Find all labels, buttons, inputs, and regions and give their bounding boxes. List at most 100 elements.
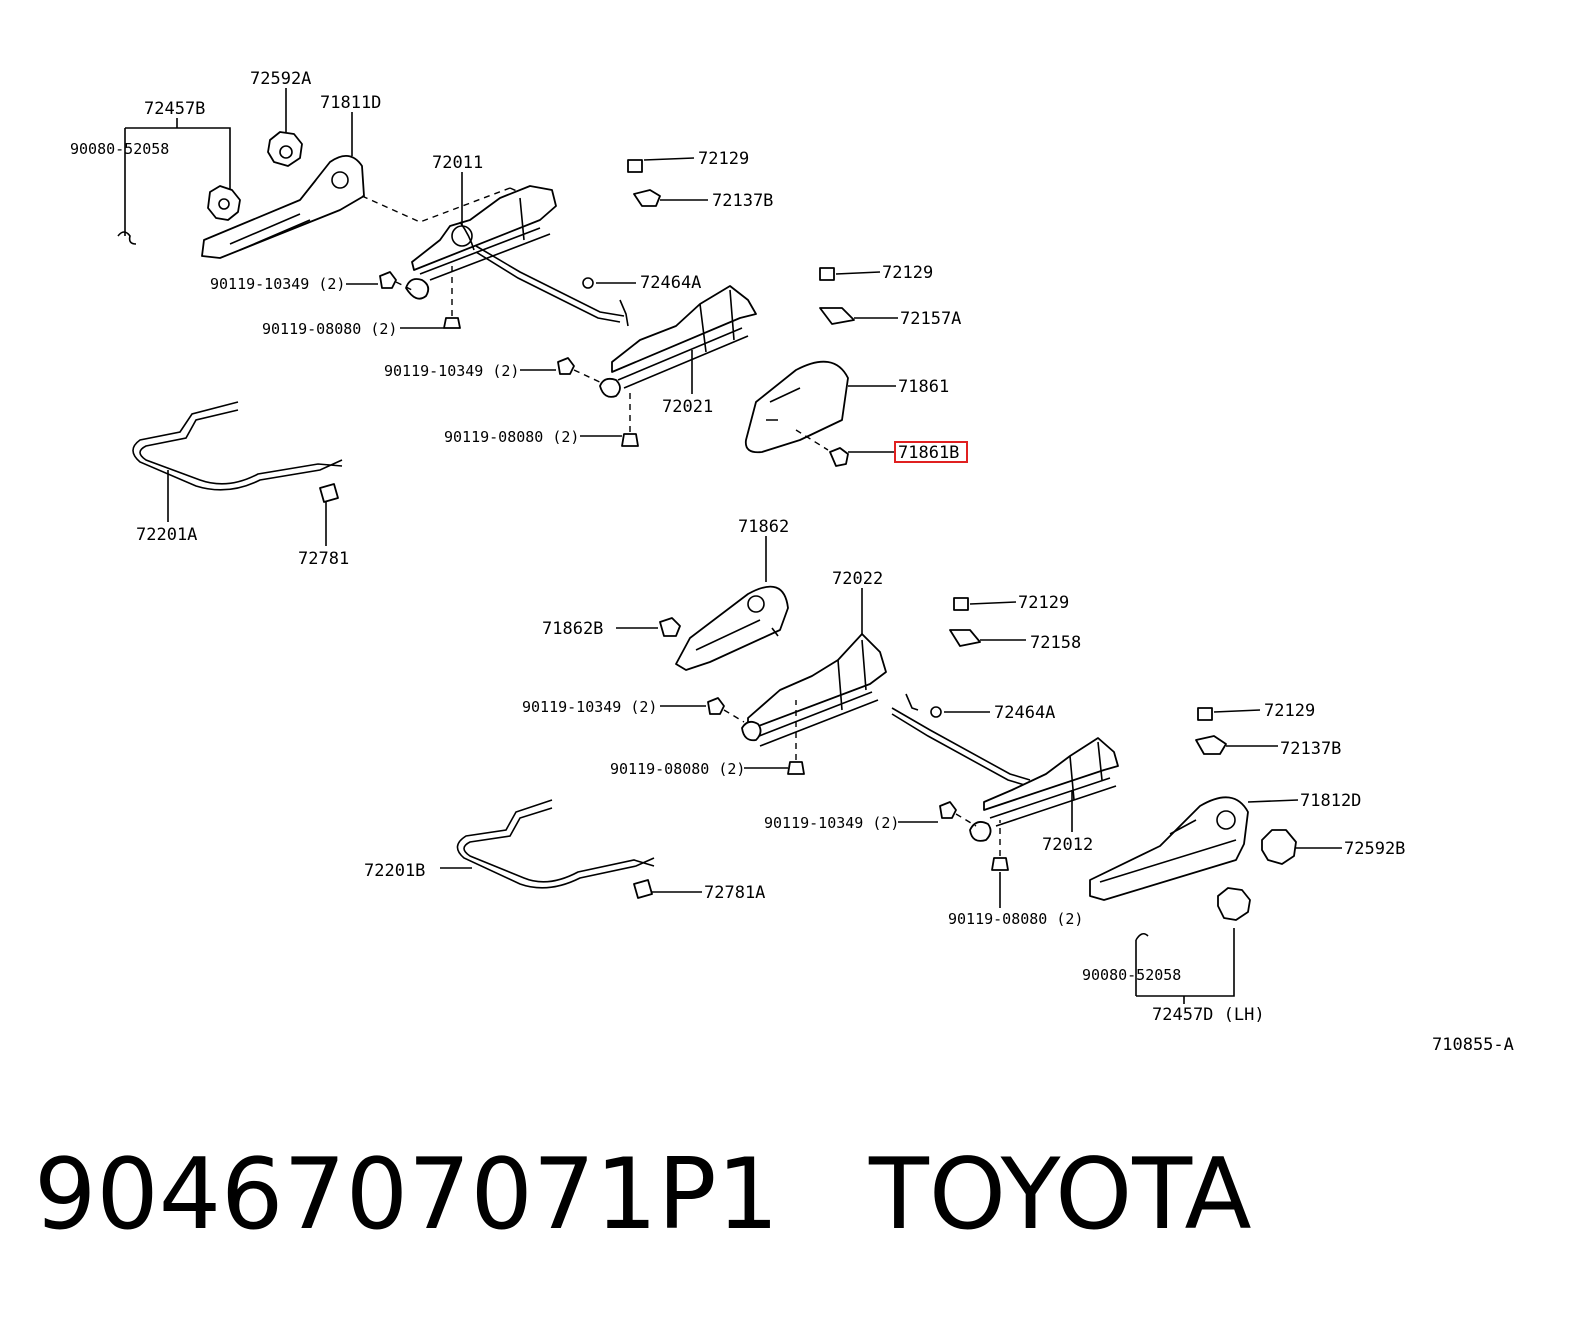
cover-71811D-detail <box>229 179 317 251</box>
clip-72137B-b <box>1195 735 1227 755</box>
rod-upper <box>475 245 625 323</box>
track-72011-detail <box>419 197 551 281</box>
cover-71861-detail <box>766 387 801 421</box>
label-90119-08080-a: 90119-08080 (2) <box>262 320 397 338</box>
track-72022-detail <box>753 639 879 747</box>
label-72781A: 72781A <box>704 883 765 903</box>
label-90119-10349-a: 90119-10349 (2) <box>210 275 345 293</box>
track-72012 <box>983 737 1119 811</box>
track-72021-foot <box>599 377 621 398</box>
label-72781: 72781 <box>298 549 349 569</box>
label-90080-52058-b: 90080-52058 <box>1082 966 1181 984</box>
clip-72129-c <box>953 597 969 611</box>
dash-bolt-c <box>723 709 745 723</box>
clip-72129-a <box>627 159 643 173</box>
bolt-90119-10349-c <box>707 697 725 715</box>
knob-72457D <box>1217 887 1251 921</box>
track-72022 <box>747 633 887 731</box>
leader-72457B <box>124 118 231 236</box>
part-number: 9046707071P1 <box>34 1138 779 1252</box>
leader-72129-d <box>1213 709 1261 713</box>
bolt-90119-10349-d <box>939 801 957 819</box>
track-72021 <box>611 285 757 373</box>
label-72157A: 72157A <box>900 309 961 329</box>
label-71812D: 71812D <box>1300 791 1361 811</box>
bolt-90119-08080-d <box>991 857 1009 871</box>
bolt-90119-08080-b <box>621 433 639 447</box>
label-72129-c: 72129 <box>1018 593 1069 613</box>
bolt-90119-08080-a <box>443 317 461 329</box>
highlight-71861B <box>894 441 968 463</box>
clip-72158 <box>949 629 981 647</box>
track-72012-foot <box>969 821 992 842</box>
clip-90080-upper <box>117 231 137 245</box>
knob-72592B <box>1261 829 1297 865</box>
label-72457D: 72457D (LH) <box>1152 1005 1265 1025</box>
screw-71862B <box>659 617 681 637</box>
brand-name: TOYOTA <box>868 1138 1252 1252</box>
cover-71812D-detail <box>1099 819 1237 883</box>
clip-72781 <box>319 483 339 503</box>
knob-72457B <box>207 185 241 221</box>
rod-upper-end <box>619 299 629 327</box>
label-72464A-b: 72464A <box>994 703 1055 723</box>
cover-71811D-hole <box>331 171 349 189</box>
bolt-90119-10349-b <box>557 357 575 375</box>
label-71862: 71862 <box>738 517 789 537</box>
screw-71861B <box>829 447 849 467</box>
cover-71812D <box>1089 796 1249 901</box>
label-90119-08080-c: 90119-08080 (2) <box>610 760 745 778</box>
cover-71862 <box>675 585 789 671</box>
cover-71861 <box>744 360 849 454</box>
label-72158: 72158 <box>1030 633 1081 653</box>
label-72129-a: 72129 <box>698 149 749 169</box>
label-72011: 72011 <box>432 153 483 173</box>
rod-lower <box>891 707 1031 787</box>
label-72201A: 72201A <box>136 525 197 545</box>
label-72022: 72022 <box>832 569 883 589</box>
label-71861B: 71861B <box>898 443 959 463</box>
knob-72457B-hole <box>218 198 230 210</box>
label-72201B: 72201B <box>364 861 425 881</box>
label-72021: 72021 <box>662 397 713 417</box>
parts-diagram: 72592A 72457B 71811D 90080-52058 72011 7… <box>70 69 1514 1055</box>
label-71862B: 71862B <box>542 619 603 639</box>
dash-bolt-a <box>395 281 413 291</box>
washer-72464A-lower <box>930 706 942 718</box>
rod-lower-end <box>905 693 919 711</box>
label-72137B-b: 72137B <box>1280 739 1341 759</box>
label-90080-52058-a: 90080-52058 <box>70 140 169 158</box>
cover-71862-detail <box>695 619 779 651</box>
label-72012: 72012 <box>1042 835 1093 855</box>
bolt-90119-08080-c <box>787 761 805 775</box>
label-90119-10349-d: 90119-10349 (2) <box>764 814 899 832</box>
label-90119-08080-d: 90119-08080 (2) <box>948 910 1083 928</box>
track-72021-detail <box>617 289 749 389</box>
leader-72129-b <box>835 271 881 275</box>
track-72011-foot <box>405 278 430 300</box>
clip-90080-lower <box>1135 932 1149 941</box>
label-90119-10349-b: 90119-10349 (2) <box>384 362 519 380</box>
dash-bolt-b <box>573 369 605 385</box>
knob-72592A-hole <box>279 145 293 159</box>
wire-72201B <box>456 799 655 889</box>
knob-72592A <box>267 131 303 167</box>
clip-72129-b <box>819 267 835 281</box>
label-72137B-a: 72137B <box>712 191 773 211</box>
bolt-90119-10349-a <box>379 271 397 289</box>
clip-72781A <box>633 879 653 899</box>
leader-72129-c <box>969 601 1017 605</box>
label-72592A: 72592A <box>250 69 311 89</box>
track-72011 <box>411 185 557 271</box>
dash-bolt-d <box>955 813 977 827</box>
clip-72137B-a <box>633 189 661 207</box>
label-71811D: 71811D <box>320 93 381 113</box>
label-71861: 71861 <box>898 377 949 397</box>
washer-72464A-upper <box>582 277 594 289</box>
label-90119-08080-b: 90119-08080 (2) <box>444 428 579 446</box>
bracket-72457D <box>1135 928 1235 1004</box>
label-72129-d: 72129 <box>1264 701 1315 721</box>
cover-71811D <box>201 155 365 259</box>
footer-caption: 9046707071P1 TOYOTA <box>34 1140 1574 1260</box>
